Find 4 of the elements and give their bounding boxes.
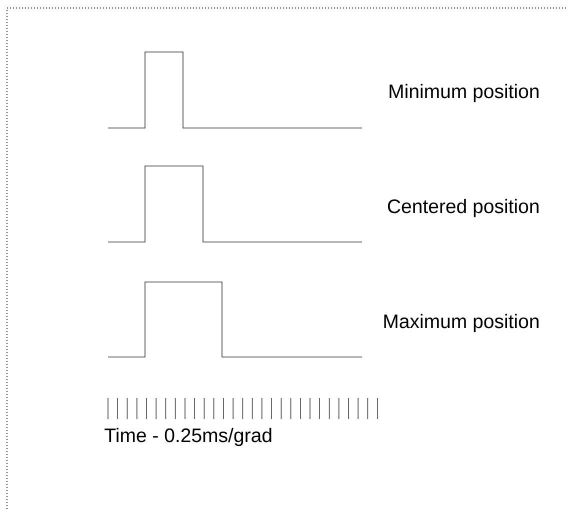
axis-label: Time - 0.25ms/grad — [104, 428, 272, 446]
waveform-label: Maximum position — [384, 314, 538, 332]
waveform-label: Centered position — [388, 198, 538, 218]
waveform-label: Minimum position — [390, 84, 538, 102]
